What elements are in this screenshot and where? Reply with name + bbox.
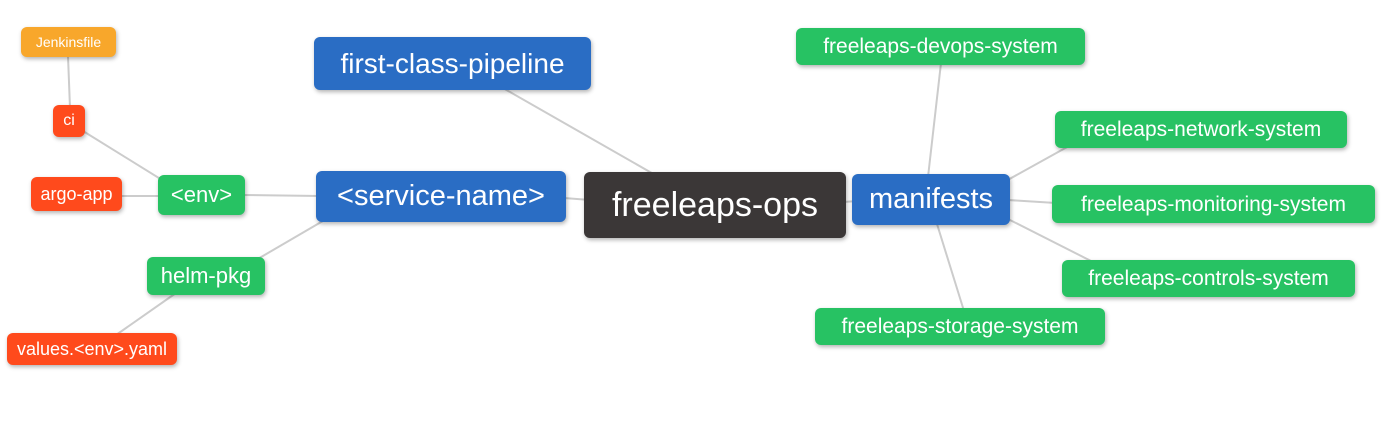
edge-jenkinsfile-ci [67,55,71,109]
node-label-manifests: manifests [868,183,994,215]
mindmap-node-monitoring-system[interactable]: freeleaps-monitoring-system [1052,185,1375,223]
mindmap-node-service-name[interactable]: <service-name> [316,171,566,222]
edge-env-service-name [242,194,321,197]
edge-first-class-pipeline-freeleaps-ops [502,87,665,181]
node-label-service-name: <service-name> [337,180,545,212]
node-label-devops-system: freeleaps-devops-system [823,35,1058,58]
node-label-monitoring-system: freeleaps-monitoring-system [1081,192,1346,216]
node-label-values-env-yaml: values.<env>.yaml [16,339,168,359]
node-label-first-class-pipeline: first-class-pipeline [340,47,565,79]
mindmap-node-storage-system[interactable]: freeleaps-storage-system [815,308,1105,345]
mindmap-node-env[interactable]: <env> [158,175,245,215]
mindmap-node-network-system[interactable]: freeleaps-network-system [1055,111,1347,148]
node-label-argo-app: argo-app [40,184,113,204]
node-label-freeleaps-ops: freeleaps-ops [611,186,818,224]
node-label-helm-pkg: helm-pkg [160,263,252,288]
edge-manifests-monitoring-system [1007,199,1057,204]
edge-manifests-controls-system [1005,217,1096,264]
node-label-jenkinsfile: Jenkinsfile [35,34,102,50]
edge-manifests-devops-system [927,62,942,178]
mindmap-node-helm-pkg[interactable]: helm-pkg [147,257,265,295]
edge-values-env-yaml-helm-pkg [115,292,177,336]
node-label-env: <env> [170,182,233,207]
mindmap-node-controls-system[interactable]: freeleaps-controls-system [1062,260,1355,297]
mindmap-node-devops-system[interactable]: freeleaps-devops-system [796,28,1085,65]
mindmap-node-values-env-yaml[interactable]: values.<env>.yaml [7,333,177,365]
edge-helm-pkg-service-name [255,217,329,261]
node-label-controls-system: freeleaps-controls-system [1088,267,1329,290]
node-label-network-system: freeleaps-network-system [1080,118,1322,141]
edge-manifests-storage-system [936,223,965,312]
mindmap-node-argo-app[interactable]: argo-app [31,177,122,211]
node-label-ci: ci [63,112,75,129]
node-label-storage-system: freeleaps-storage-system [841,315,1079,338]
mindmap-node-manifests[interactable]: manifests [852,174,1010,225]
mindmap-node-freeleaps-ops[interactable]: freeleaps-ops [584,172,846,238]
mindmap-node-first-class-pipeline[interactable]: first-class-pipeline [314,37,591,90]
mindmap-node-ci[interactable]: ci [53,105,85,137]
mindmap-node-jenkinsfile[interactable]: Jenkinsfile [21,27,116,57]
